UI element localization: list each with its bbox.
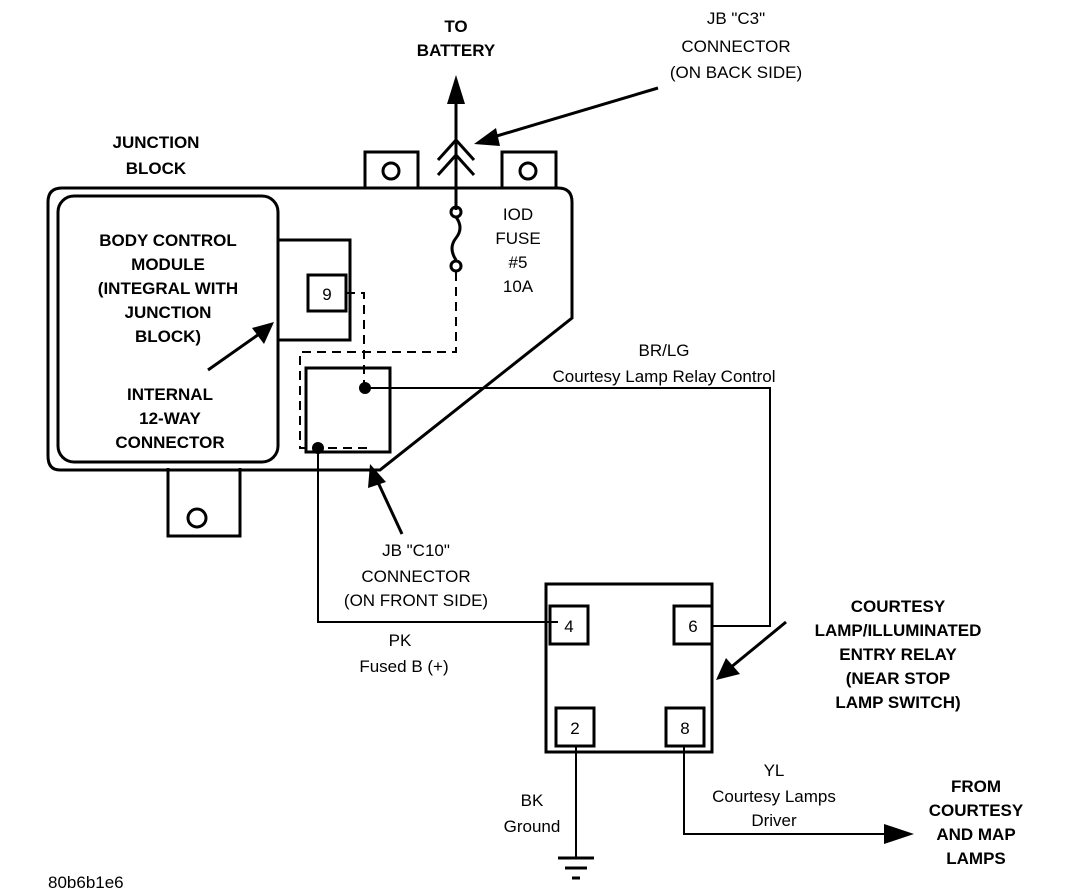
bk-line2: Ground <box>504 817 561 836</box>
relay-pin-4-label: 4 <box>564 617 573 636</box>
br-lg-line2: Courtesy Lamp Relay Control <box>553 367 776 386</box>
yl-line3: Driver <box>751 811 797 830</box>
pk-wire <box>317 448 558 623</box>
jb-c10-line1: JB "C10" <box>382 541 450 560</box>
bk-line1: BK <box>521 791 544 810</box>
pk-line1: PK <box>389 631 412 650</box>
from-courtesy-line2: COURTESY <box>929 801 1024 820</box>
to-battery-line2: BATTERY <box>417 41 496 60</box>
jb-tab-hole-left <box>381 161 401 181</box>
jb-top-tab-left <box>363 150 420 188</box>
fuse-line3: #5 <box>509 253 528 272</box>
yl-line1: YL <box>764 761 785 780</box>
c3-pointer-line <box>489 86 659 140</box>
relay-label-line5: LAMP SWITCH) <box>835 693 960 712</box>
body-control-module-box <box>56 194 280 464</box>
to-battery-line1: TO <box>444 17 467 36</box>
bcm-pin-9-label: 9 <box>322 285 331 304</box>
yl-arrow-icon <box>884 824 914 844</box>
c10-pointer-arrowhead <box>368 464 386 488</box>
fuse-to-c10-dashed <box>299 272 457 449</box>
bcm-line5: BLOCK) <box>135 327 201 346</box>
relay-pin-6-box <box>672 604 714 646</box>
c3-pointer-arrowhead <box>474 128 500 146</box>
pk-line2: Fused B (+) <box>359 657 448 676</box>
c10-connector-box <box>304 366 392 454</box>
bcm-line1: BODY CONTROL <box>99 231 237 250</box>
junction-block-outline <box>46 186 574 472</box>
bcm-pointer-arrowhead <box>252 322 274 344</box>
relay-label-line2: LAMP/ILLUMINATED <box>815 621 982 640</box>
c10-pointer-line <box>374 477 404 535</box>
relay-pointer-line <box>729 620 787 670</box>
jb-c3-line2: CONNECTOR <box>681 37 790 56</box>
br-lg-wire <box>365 387 771 627</box>
fuse-element-icon <box>450 216 462 261</box>
jb-c10-line3: (ON FRONT SIDE) <box>344 591 488 610</box>
bcm-line4: JUNCTION <box>125 303 212 322</box>
relay-label-line3: ENTRY RELAY <box>839 645 957 664</box>
jb-c10-line2: CONNECTOR <box>361 567 470 586</box>
from-courtesy-line3: AND MAP <box>936 825 1015 844</box>
fuse-line1: IOD <box>503 205 533 224</box>
from-courtesy-line4: LAMPS <box>946 849 1006 868</box>
internal-connector-bracket <box>278 238 352 342</box>
jb-top-tab-right <box>500 150 558 188</box>
to-battery-arrow <box>447 75 465 104</box>
junction-block-line2: BLOCK <box>126 159 187 178</box>
internal-connector-line3: CONNECTOR <box>115 433 224 452</box>
courtesy-relay-box <box>544 582 714 754</box>
fuse-line2: FUSE <box>495 229 540 248</box>
yl-wire <box>683 746 888 835</box>
internal-connector-line2: 12-WAY <box>139 409 201 428</box>
relay-pin-6-label: 6 <box>688 617 697 636</box>
jb-tab-hole-right <box>518 161 538 181</box>
figure-id: 80b6b1e6 <box>48 873 124 892</box>
bcm-pointer-line <box>207 330 263 372</box>
bcm-line2: MODULE <box>131 255 205 274</box>
relay-pin-8-label: 8 <box>680 719 689 738</box>
fuse-terminal-bottom <box>449 259 463 273</box>
internal-connector-line1: INTERNAL <box>127 385 213 404</box>
jb-tab-hole-bottom <box>186 507 208 529</box>
jb-bottom-tab <box>166 468 242 538</box>
fuse-line4: 10A <box>503 277 534 296</box>
pin9-to-c10-dashed <box>346 292 365 390</box>
relay-label-line1: COURTESY <box>851 597 946 616</box>
from-courtesy-line1: FROM <box>951 777 1001 796</box>
relay-pin-2-label: 2 <box>570 719 579 738</box>
jb-c3-line1: JB "C3" <box>707 9 765 28</box>
bcm-line3: (INTEGRAL WITH <box>98 279 238 298</box>
relay-pin-4-box <box>548 604 590 646</box>
relay-pointer-arrowhead <box>716 658 740 680</box>
yl-line2: Courtesy Lamps <box>712 787 836 806</box>
c3-connector-symbol <box>436 137 476 177</box>
junction-block-line1: JUNCTION <box>113 133 200 152</box>
relay-label-line4: (NEAR STOP <box>846 669 951 688</box>
fuse-terminal-top <box>449 205 463 219</box>
jb-c3-line3: (ON BACK SIDE) <box>670 63 802 82</box>
br-lg-line1: BR/LG <box>638 341 689 360</box>
